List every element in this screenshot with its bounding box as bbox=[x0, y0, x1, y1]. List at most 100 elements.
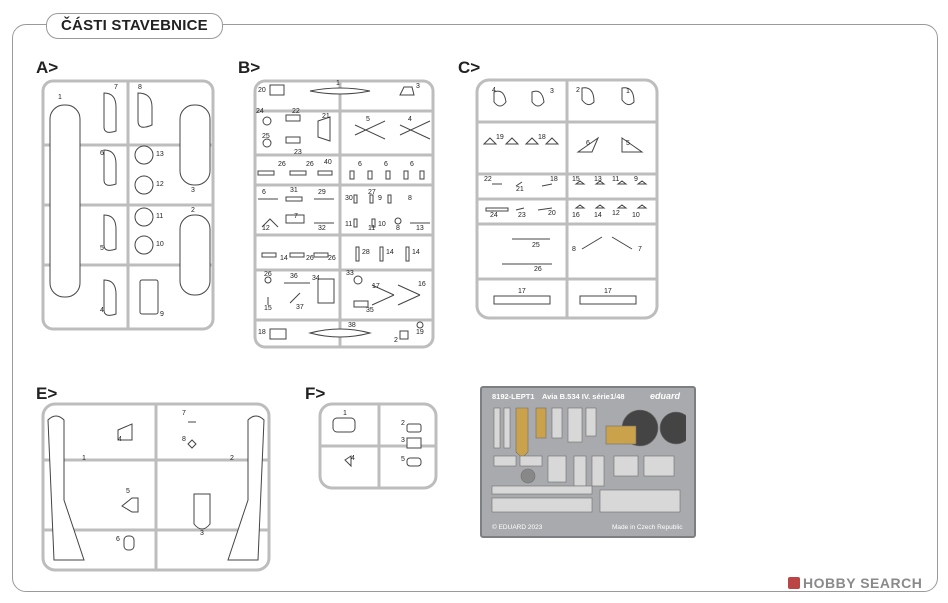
sprue-a-labels: 1 7 8 6 13 12 3 11 2 10 5 4 9 bbox=[38, 75, 223, 335]
sprue-f bbox=[318, 402, 438, 490]
part-number: 31 bbox=[290, 187, 298, 194]
part-number: 21 bbox=[322, 113, 330, 120]
part-number: 15 bbox=[572, 176, 580, 183]
part-number: 16 bbox=[572, 212, 580, 219]
part-number: 4 bbox=[492, 87, 496, 94]
sprue-a bbox=[41, 79, 215, 331]
part-number: 3 bbox=[401, 437, 405, 444]
part-number: 8 bbox=[182, 436, 186, 443]
part-number: 3 bbox=[191, 187, 195, 194]
part-number: 10 bbox=[632, 212, 640, 219]
part-number: 12 bbox=[156, 181, 164, 188]
sprue-b-labels: 20 1 3 24 22 21 25 23 5 4 26 26 40 6 6 6… bbox=[250, 75, 438, 353]
part-number: 6 bbox=[410, 161, 414, 168]
sprue-c-labels: 4 3 2 1 19 18 6 5 22 21 18 15 13 11 9 24… bbox=[472, 74, 662, 324]
sprue-c bbox=[475, 78, 659, 320]
part-number: 5 bbox=[366, 116, 370, 123]
part-number: 1 bbox=[82, 455, 86, 462]
part-number: 2 bbox=[191, 207, 195, 214]
part-number: 6 bbox=[586, 140, 590, 147]
part-number: 25 bbox=[532, 242, 540, 249]
fret-scale: 1/48 bbox=[610, 392, 625, 401]
part-number: 27 bbox=[368, 189, 376, 196]
sprue-e-labels: 1 4 7 8 2 5 3 6 bbox=[38, 400, 274, 576]
section-label-c: C> bbox=[458, 58, 481, 77]
part-number: 40 bbox=[324, 159, 332, 166]
part-number: 26 bbox=[278, 161, 286, 168]
part-number: 26 bbox=[328, 255, 336, 262]
part-number: 7 bbox=[114, 84, 118, 91]
photo-etch-fret: 8192-LEPT1 Avia B.534 IV. série 1/48 edu… bbox=[480, 386, 696, 538]
part-number: 20 bbox=[258, 87, 266, 94]
part-number: 13 bbox=[156, 151, 164, 158]
part-number: 36 bbox=[290, 273, 298, 280]
fret-origin: Made in Czech Republic bbox=[612, 524, 683, 531]
part-number: 21 bbox=[516, 186, 524, 193]
part-number: 32 bbox=[318, 225, 326, 232]
part-number: 1 bbox=[626, 88, 630, 95]
part-number: 8 bbox=[396, 225, 400, 232]
part-number: 3 bbox=[200, 530, 204, 537]
part-number: 26 bbox=[534, 266, 542, 273]
part-number: 38 bbox=[348, 322, 356, 329]
part-number: 2 bbox=[576, 87, 580, 94]
part-number: 4 bbox=[408, 116, 412, 123]
part-number: 7 bbox=[638, 246, 642, 253]
sprue-b bbox=[253, 79, 435, 349]
section-label-b: B> bbox=[238, 58, 261, 77]
part-number: 17 bbox=[372, 283, 380, 290]
part-number: 6 bbox=[116, 536, 120, 543]
part-number: 13 bbox=[594, 176, 602, 183]
part-number: 35 bbox=[366, 307, 374, 314]
section-label-e: E> bbox=[36, 384, 58, 403]
part-number: 26 bbox=[306, 161, 314, 168]
fret-parts bbox=[491, 407, 686, 513]
part-number: 15 bbox=[264, 305, 272, 312]
part-number: 37 bbox=[296, 304, 304, 311]
part-number: 8 bbox=[138, 84, 142, 91]
part-number: 14 bbox=[280, 255, 288, 262]
part-number: 10 bbox=[156, 241, 164, 248]
brand-logo: eduard bbox=[650, 391, 681, 401]
part-number: 11 bbox=[345, 221, 353, 228]
part-number: 22 bbox=[292, 108, 300, 115]
part-number: 23 bbox=[294, 149, 302, 156]
part-number: 24 bbox=[490, 212, 498, 219]
part-number: 14 bbox=[386, 249, 394, 256]
part-number: 6 bbox=[358, 161, 362, 168]
part-number: 6 bbox=[384, 161, 388, 168]
fret-copyright: © EDUARD 2023 bbox=[492, 524, 543, 531]
part-number: 4 bbox=[100, 307, 104, 314]
part-number: 5 bbox=[401, 456, 405, 463]
part-number: 11 bbox=[156, 213, 164, 220]
part-number: 34 bbox=[312, 275, 320, 282]
part-number: 26 bbox=[306, 255, 314, 262]
part-number: 19 bbox=[416, 329, 424, 336]
part-number: 22 bbox=[484, 176, 492, 183]
part-number: 30 bbox=[345, 195, 353, 202]
part-number: 3 bbox=[550, 88, 554, 95]
part-number: 9 bbox=[634, 176, 638, 183]
part-number: 7 bbox=[182, 410, 186, 417]
part-number: 2 bbox=[394, 337, 398, 344]
part-number: 10 bbox=[378, 221, 386, 228]
part-number: 28 bbox=[362, 249, 370, 256]
sprue-f-labels: 1 2 3 4 5 bbox=[315, 400, 441, 492]
page-title: ČÁSTI STAVEBNICE bbox=[46, 13, 223, 39]
part-number: 1 bbox=[336, 80, 340, 87]
part-number: 8 bbox=[408, 195, 412, 202]
part-number: 2 bbox=[401, 420, 405, 427]
part-number: 14 bbox=[412, 249, 420, 256]
watermark-text: HOBBY SEARCH bbox=[803, 575, 923, 591]
part-number: 25 bbox=[262, 133, 270, 140]
part-number: 18 bbox=[550, 176, 558, 183]
section-label-a: A> bbox=[36, 58, 59, 77]
part-number: 17 bbox=[604, 288, 612, 295]
part-number: 1 bbox=[343, 410, 347, 417]
part-number: 19 bbox=[496, 134, 504, 141]
part-number: 9 bbox=[378, 195, 382, 202]
part-number: 17 bbox=[518, 288, 526, 295]
part-number: 11 bbox=[368, 225, 376, 232]
part-number: 33 bbox=[346, 270, 354, 277]
